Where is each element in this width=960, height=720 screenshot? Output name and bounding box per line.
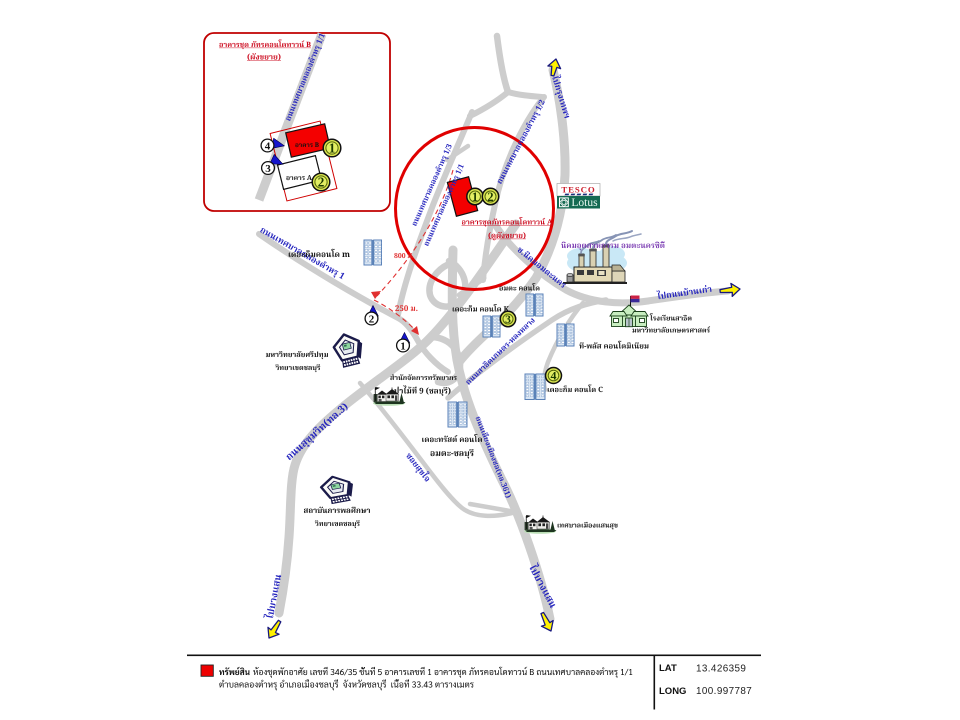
svg-text:TESCO: TESCO (561, 184, 595, 194)
svg-text:LAT: LAT (659, 663, 677, 674)
svg-text:1: 1 (329, 141, 336, 156)
svg-text:1: 1 (472, 190, 478, 204)
svg-text:1: 1 (400, 341, 406, 353)
svg-text:3: 3 (265, 163, 271, 175)
svg-text:100.997787: 100.997787 (696, 686, 752, 697)
svg-text:4: 4 (265, 141, 271, 153)
svg-text:2: 2 (369, 314, 375, 326)
svg-text:13.426359: 13.426359 (696, 664, 746, 675)
svg-text:2: 2 (318, 175, 325, 190)
svg-text:LONG: LONG (659, 686, 686, 697)
svg-text:4: 4 (551, 369, 557, 383)
svg-text:2: 2 (487, 190, 493, 204)
svg-text:Lotus: Lotus (571, 197, 598, 209)
svg-text:3: 3 (505, 314, 511, 326)
